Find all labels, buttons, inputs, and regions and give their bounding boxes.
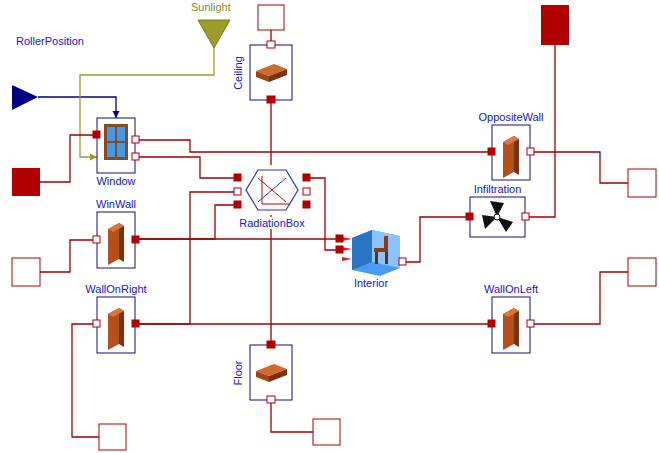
connection-line [306, 178, 340, 250]
connection-line [38, 97, 120, 118]
wall-model: WinWall [97, 212, 135, 268]
connection-line [135, 192, 238, 324]
signal-input: RollerPosition [12, 85, 38, 110]
ceiling-model: Ceiling [250, 45, 292, 100]
wall-model: OppositeWall [492, 125, 530, 180]
component-name: OppositeWall [477, 111, 544, 123]
component-name: WinWall [95, 198, 137, 210]
component-name: RadiationBox [238, 217, 305, 229]
component-name: Interior [353, 277, 389, 289]
component-name: Sunlight [190, 1, 232, 13]
component-name: Infiltration [473, 183, 523, 195]
radiation-box: RadiationBox [238, 165, 306, 215]
floor-model: Floor [250, 345, 292, 400]
connection-line [135, 157, 238, 178]
component-name: WallOnLeft [483, 283, 539, 295]
component-name: Ceiling [232, 55, 244, 91]
window-model: Window [97, 118, 135, 173]
component-name: Window [95, 175, 136, 187]
component-name: Floor [232, 359, 244, 386]
signal-input: Sunlight [198, 20, 230, 48]
connection-line [402, 217, 470, 262]
infiltration-model: Infiltration [470, 197, 525, 237]
wall-model: WallOnLeft [492, 297, 530, 353]
component-name: WallOnRight [84, 283, 147, 295]
connection-line [135, 239, 340, 240]
connection-line [135, 140, 492, 152]
component-name: RollerPosition [15, 35, 85, 47]
interior-volume: Interior [340, 230, 402, 275]
wall-model: WallOnRight [97, 297, 135, 353]
connection-line [135, 205, 238, 239]
